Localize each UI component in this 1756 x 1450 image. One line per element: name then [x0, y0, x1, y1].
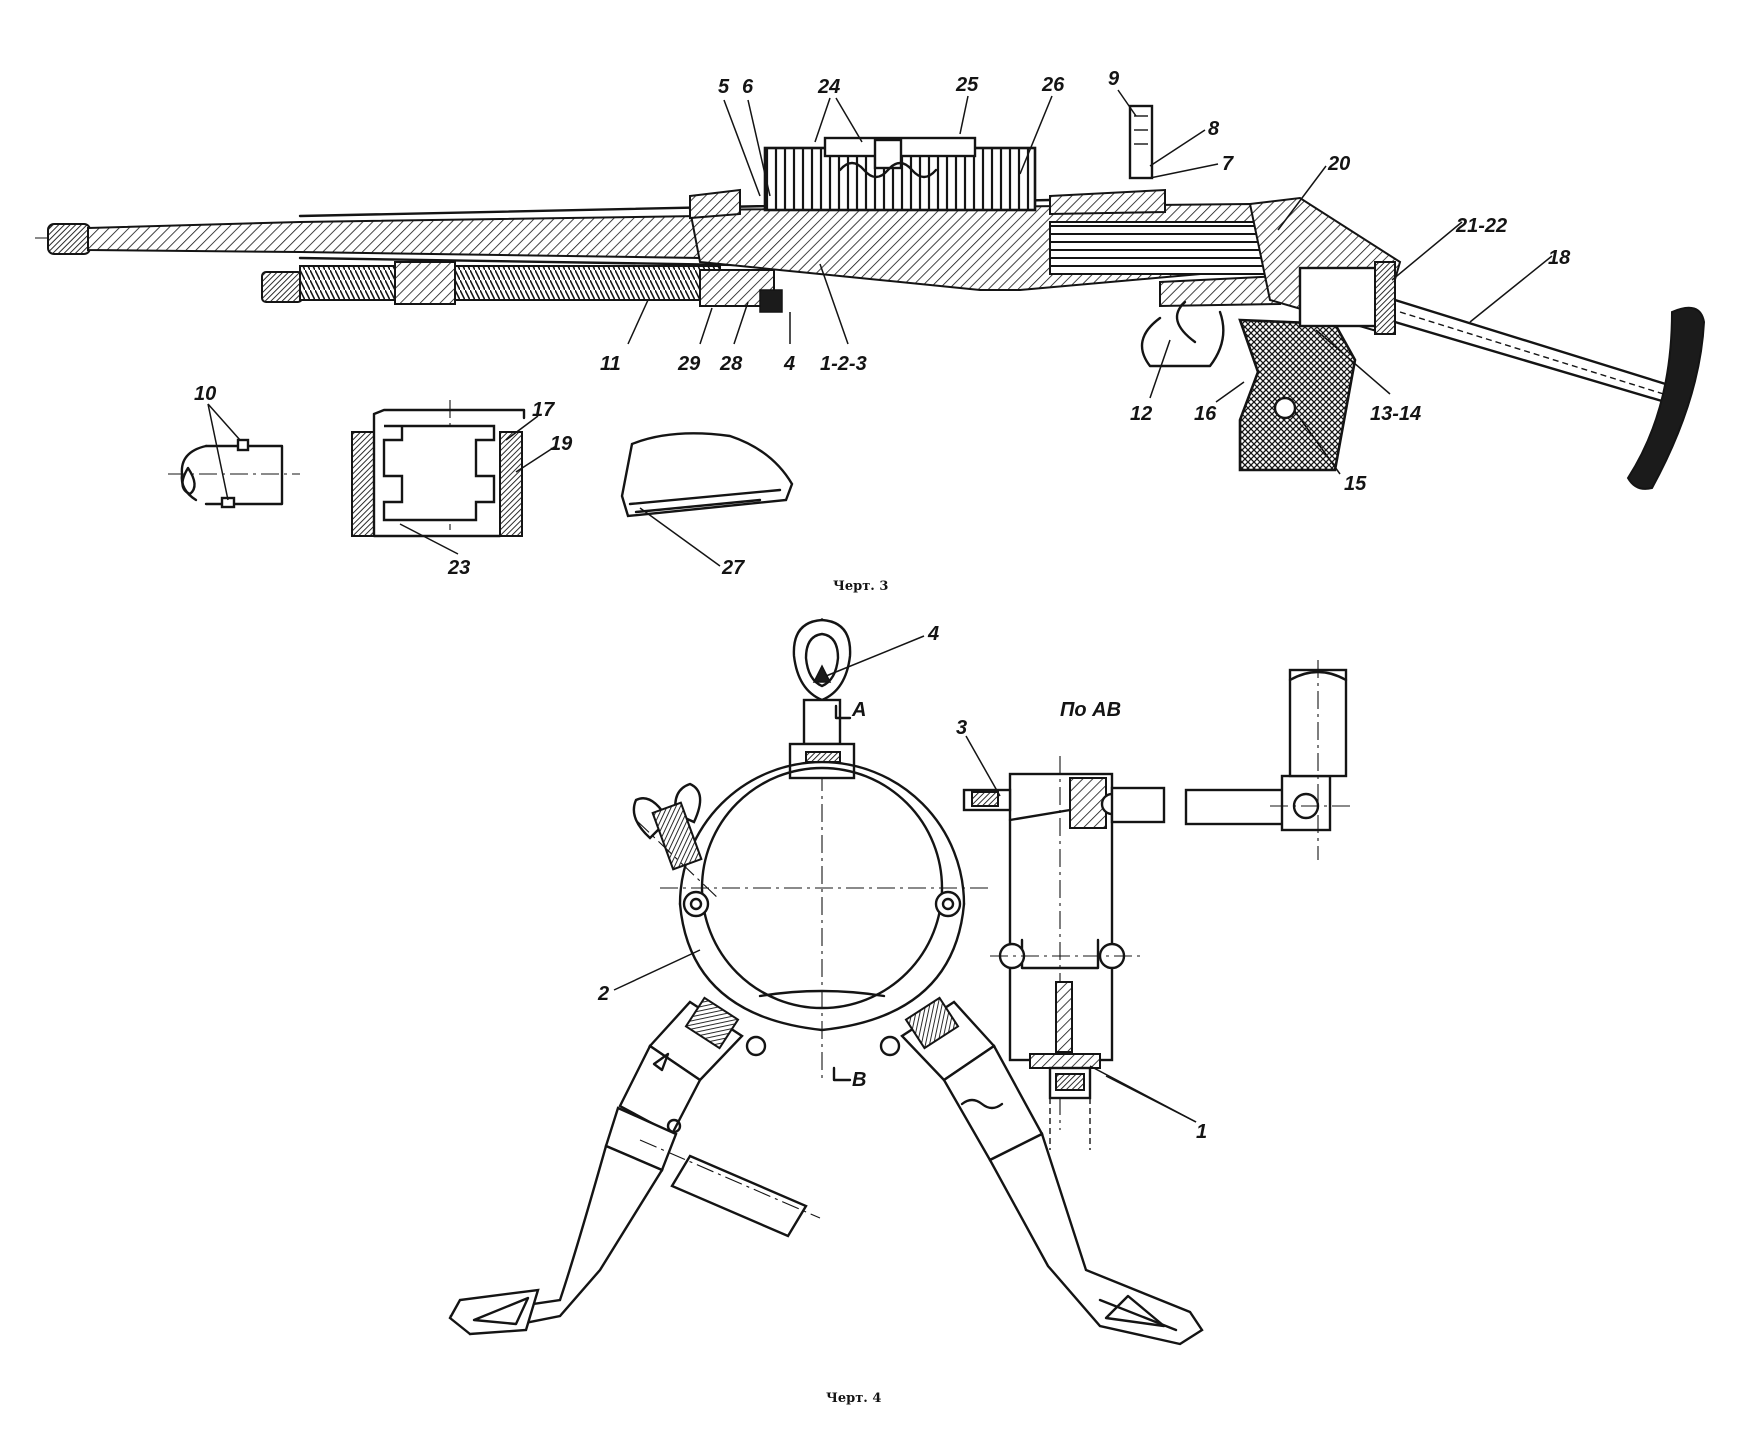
- part-17-19-23-bushing: [351, 400, 526, 538]
- callout-11: 11: [600, 353, 621, 375]
- callout-3-bipod: 3: [956, 717, 967, 739]
- section-mark-b: В: [852, 1069, 866, 1091]
- part-27-cover: [620, 432, 794, 518]
- section-mark-a: А: [851, 699, 866, 721]
- front-sight-block: [689, 188, 741, 220]
- callout-19: 19: [550, 433, 573, 455]
- callout-4-bipod: 4: [927, 623, 939, 645]
- callout-8: 8: [1208, 118, 1220, 140]
- callout-1-2-3: 1-2-3: [820, 353, 867, 375]
- callout-18: 18: [1548, 247, 1571, 269]
- callout-16: 16: [1194, 403, 1217, 425]
- callout-25: 25: [955, 74, 979, 96]
- callout-1-bipod: 1: [1196, 1121, 1207, 1143]
- callout-21-22: 21-22: [1455, 215, 1507, 237]
- stock-toothed-rail: [1399, 311, 1671, 397]
- callout-10: 10: [194, 383, 216, 405]
- bipod-leg-left: [448, 996, 821, 1336]
- bolt-carrier: [1049, 221, 1271, 275]
- callout-23: 23: [447, 557, 470, 579]
- callout-27: 27: [721, 557, 745, 579]
- trigger-housing: [1159, 274, 1281, 308]
- swivel-eye: [792, 618, 852, 702]
- callout-7: 7: [1222, 153, 1234, 175]
- clamp-collar: [788, 742, 856, 780]
- pistol-grip: [1238, 318, 1357, 472]
- callout-26: 26: [1041, 74, 1065, 96]
- muzzle-brake: [47, 223, 91, 255]
- part-10-pin: [168, 438, 300, 509]
- figure-2-caption: Черт. 4: [826, 1391, 881, 1406]
- figure-1-rifle-section: 5 6 24 25 26 9 8 7 20 21-22 18 11 29 28 …: [35, 68, 1706, 594]
- butt-plate: [1626, 306, 1706, 490]
- hinge-pin-left: [682, 890, 710, 918]
- trigger: [1175, 300, 1197, 344]
- callout-28: 28: [719, 353, 743, 375]
- callout-5: 5: [718, 76, 730, 98]
- callout-2-bipod: 2: [597, 983, 609, 1005]
- return-spring-tube: [299, 265, 721, 301]
- callout-17: 17: [532, 399, 555, 421]
- figure-1-caption: Черт. 3: [833, 579, 888, 594]
- callout-6: 6: [742, 76, 754, 98]
- figure-2-leaders: [613, 635, 1197, 1123]
- rear-sight-leaf: [1128, 104, 1154, 180]
- section-label: По АВ: [1060, 699, 1121, 721]
- bipod-leg-right: [879, 996, 1204, 1346]
- wing-nut: [632, 782, 721, 901]
- trigger-guard: [1140, 310, 1225, 368]
- callout-29: 29: [677, 353, 701, 375]
- figure-1-leaders: [207, 89, 1553, 567]
- callout-13-14: 13-14: [1370, 403, 1421, 425]
- callout-20: 20: [1327, 153, 1350, 175]
- section-view-ab: [962, 660, 1352, 1150]
- callout-15: 15: [1344, 473, 1367, 495]
- clamp-ring-outer: [678, 902, 966, 1032]
- callout-4: 4: [783, 353, 795, 375]
- callout-12: 12: [1130, 403, 1152, 425]
- callout-9: 9: [1108, 68, 1120, 90]
- callout-24: 24: [817, 76, 840, 98]
- figure-2-bipod: 4 3 2 1 По АВ А В Черт. 4: [448, 618, 1352, 1406]
- hinge-pin-right: [934, 890, 962, 918]
